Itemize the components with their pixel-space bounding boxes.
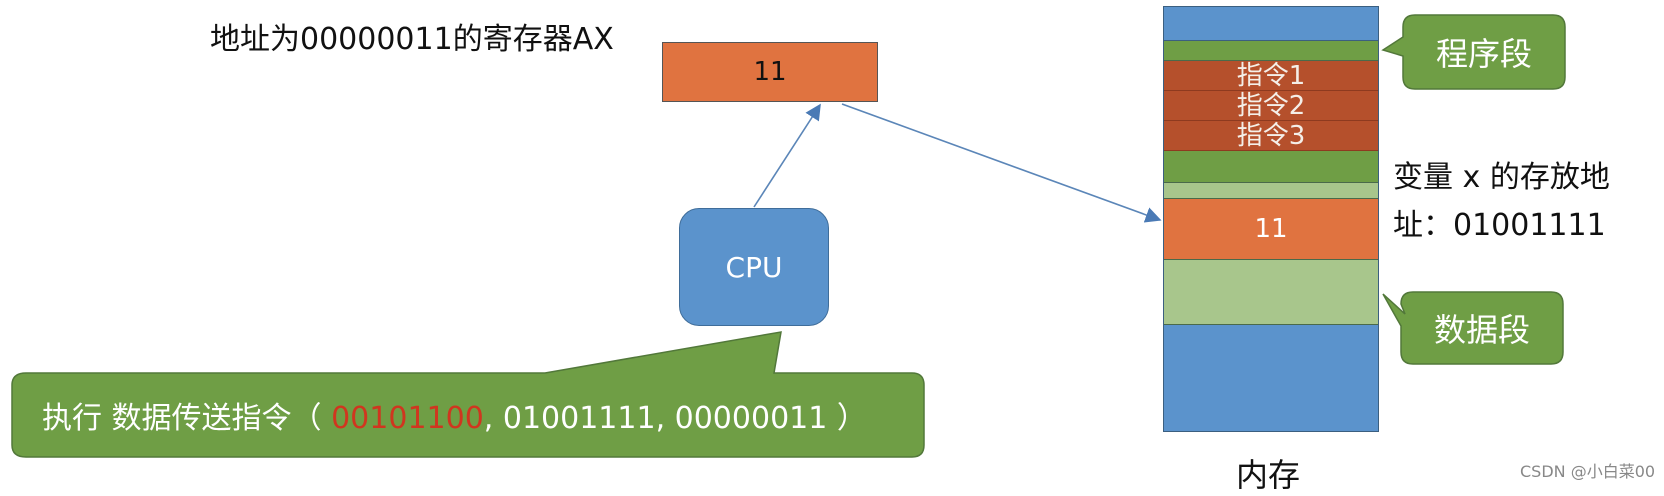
program-segment-label: 程序段 <box>1435 35 1532 73</box>
memory-program-bottom <box>1164 151 1378 183</box>
register-ax: 11 <box>662 42 878 102</box>
instruction-operands: , 01001111, 00000011 ） <box>483 401 867 436</box>
memory-instruction-3: 指令3 <box>1164 121 1378 151</box>
watermark: CSDN @小白菜00 <box>1520 462 1656 481</box>
memory-program-top <box>1164 41 1378 61</box>
instruction-prefix: 执行 数据传送指令（ <box>42 401 322 436</box>
variable-address-label: 变量 x 的存放地址：01001111 <box>1393 160 1610 243</box>
register-value: 11 <box>753 57 787 87</box>
memory-column: 指令1 指令2 指令3 11 <box>1163 6 1379 432</box>
memory-empty-top <box>1164 7 1378 41</box>
cpu-to-register-arrow <box>753 103 821 208</box>
cpu-box: CPU <box>679 208 829 326</box>
register-to-memory-arrow <box>841 103 1162 223</box>
memory-instruction-1: 指令1 <box>1164 61 1378 91</box>
instruction-callout: 执行 数据传送指令（ 00101100, 01001111, 00000011 … <box>42 393 867 437</box>
memory-variable-value: 11 <box>1254 214 1288 244</box>
memory-instruction-2: 指令2 <box>1164 91 1378 121</box>
cpu-label: CPU <box>725 250 783 284</box>
instruction-1-label: 指令1 <box>1236 61 1306 91</box>
program-segment-callout-shape <box>1381 14 1566 90</box>
memory-data-light-bottom <box>1164 260 1378 325</box>
data-segment-callout-shape <box>1382 291 1564 365</box>
instruction-callout-shape <box>11 331 925 458</box>
memory-label: 内存 <box>1236 456 1301 494</box>
instruction-opcode: 00101100 <box>331 401 484 436</box>
memory-empty-bottom <box>1164 325 1378 431</box>
memory-variable-x: 11 <box>1164 199 1378 260</box>
arrows-layer <box>753 103 1162 223</box>
memory-data-light-top <box>1164 183 1378 199</box>
register-title: 地址为00000011的寄存器AX <box>210 22 614 57</box>
data-segment-label: 数据段 <box>1433 311 1530 349</box>
instruction-3-label: 指令3 <box>1236 121 1306 151</box>
instruction-2-label: 指令2 <box>1236 91 1306 121</box>
